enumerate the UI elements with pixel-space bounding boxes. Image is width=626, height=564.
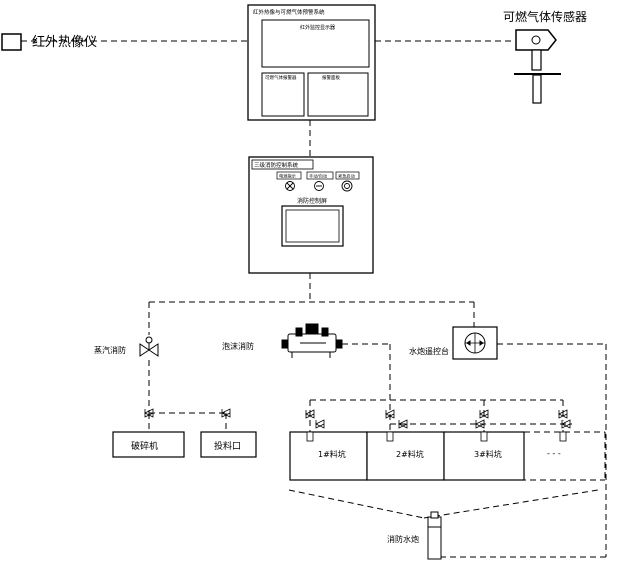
power-indicator-label: 电源指示: [279, 173, 296, 180]
pit-1-label: 1#料坑: [318, 449, 346, 459]
power-indicator-tag: [276, 171, 302, 180]
monitor-title: 红外热像与可燃气体预警系统: [253, 8, 325, 16]
manual-auto-tag: [306, 171, 334, 180]
monitor-screen: [261, 19, 370, 68]
pit-3-label: 3#料坑: [474, 449, 502, 459]
gas-sensor-label: 可燃气体传感器: [503, 9, 587, 24]
feed-port-label: 投料口: [214, 440, 241, 452]
alarm-panel-label: 报警面板: [322, 74, 340, 81]
steam-valve-icon: [139, 336, 159, 357]
control-title: 三级消防控制系统: [254, 161, 299, 169]
sprinkler-nozzles: [306, 431, 567, 442]
monitor-screen-label: 红外监控显示器: [300, 24, 335, 31]
ir-camera-icon: [1, 33, 22, 51]
water-cannon-icon: [427, 511, 442, 560]
gas-alarm-panel: [261, 72, 305, 117]
manual-auto-switch-icon: [314, 181, 324, 191]
pit-more-label: - - -: [547, 449, 561, 458]
foam-unit-icon: [281, 323, 343, 358]
foam-fire-label: 泡沫消防: [222, 341, 254, 351]
pit-2-label: 2#料坑: [396, 449, 424, 459]
emergency-start-label: 紧急启动: [338, 173, 355, 180]
feed-port-box: [200, 431, 257, 458]
gas-sensor-icon: [514, 29, 561, 104]
emergency-start-icon: [341, 180, 353, 192]
cannon-remote-icon: [452, 326, 498, 360]
water-cannon-label: 消防水炮: [387, 534, 419, 544]
cannon-remote-label: 水炮遥控台: [409, 346, 449, 356]
crusher-label: 破碎机: [131, 440, 158, 452]
crusher-box: [112, 431, 185, 458]
steam-fire-label: 蒸汽消防: [94, 345, 126, 355]
valve-icons: [144, 408, 571, 429]
alarm-panel: [307, 72, 369, 117]
control-title-box: [251, 159, 314, 170]
emergency-start-tag: [335, 171, 360, 180]
ir-camera-label: 红外热像仪: [32, 34, 97, 50]
pit-2: [366, 431, 445, 481]
manual-auto-label: 手动/自动: [309, 173, 327, 180]
power-indicator-icon: [285, 181, 295, 191]
control-screen-label: 消防控制屏: [297, 197, 327, 205]
control-screen-inner: [285, 209, 340, 243]
gas-alarm-label: 可燃气体报警器: [265, 74, 297, 81]
